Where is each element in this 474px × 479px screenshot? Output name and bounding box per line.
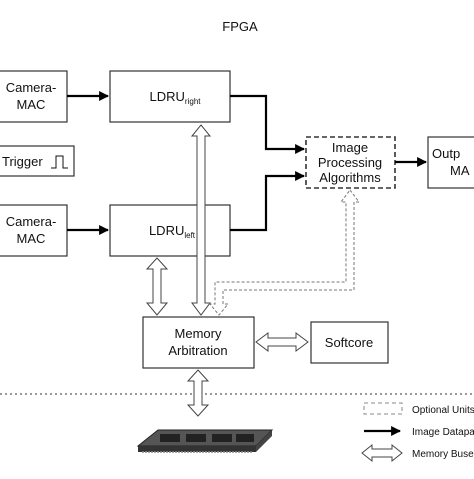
memory-arbitration-line2: Arbitration xyxy=(168,343,227,358)
ldru-left-label: LDRUleft xyxy=(149,223,196,240)
legend-optional-units: Optional Units xyxy=(412,405,474,416)
square-pulse-icon xyxy=(51,155,68,169)
trigger-label: Trigger xyxy=(2,154,43,169)
softcore-block: Softcore xyxy=(310,321,389,364)
ldru-left-block: LDRUleft xyxy=(109,204,231,257)
ldru-right-block: LDRUright xyxy=(109,70,231,123)
camera-mac-top-block: Camera- MAC xyxy=(0,70,68,123)
membus-memory-softcore xyxy=(255,332,309,352)
membus-ldru-left-memory xyxy=(145,257,169,316)
datapath-ldru-left-to-ipa xyxy=(230,171,305,232)
legend-image-datapath: Image Datapa xyxy=(412,427,474,438)
softcore-label: Softcore xyxy=(325,335,373,350)
output-mac-line2: MA xyxy=(450,163,470,178)
legend-memory-buses: Memory Buse xyxy=(412,449,474,460)
legend: Optional Units Image Datapa Memory Buse xyxy=(361,402,474,463)
membus-optional-ipa-memory xyxy=(208,189,360,316)
trigger-block: Trigger xyxy=(0,145,75,177)
camera-mac-bottom-line1: Camera- xyxy=(6,214,57,229)
camera-mac-bottom-line2: MAC xyxy=(17,231,46,246)
ram-module-icon xyxy=(136,429,274,453)
camera-mac-bottom-block: Camera- MAC xyxy=(0,204,68,257)
image-processing-line3: Algorithms xyxy=(319,170,381,185)
datapath-ldru-right-to-ipa xyxy=(230,94,305,154)
fpga-title: FPGA xyxy=(222,19,258,34)
image-processing-line2: Processing xyxy=(318,155,382,170)
legend-membus-swatch xyxy=(361,443,403,463)
legend-optional-swatch xyxy=(363,402,403,415)
output-mac-line1: Outp xyxy=(432,146,460,161)
image-processing-line1: Image xyxy=(332,140,368,155)
output-mac-block: Outp MA xyxy=(427,136,474,189)
memory-arbitration-block: Memory Arbitration xyxy=(142,316,255,369)
camera-mac-top-line1: Camera- xyxy=(6,80,57,95)
ldru-right-label: LDRUright xyxy=(150,89,202,106)
camera-mac-top-line2: MAC xyxy=(17,97,46,112)
memory-arbitration-line1: Memory xyxy=(175,326,222,341)
membus-memory-ram xyxy=(186,369,210,417)
membus-ldru-right-memory xyxy=(190,124,212,316)
image-processing-block: Image Processing Algorithms xyxy=(305,136,396,189)
